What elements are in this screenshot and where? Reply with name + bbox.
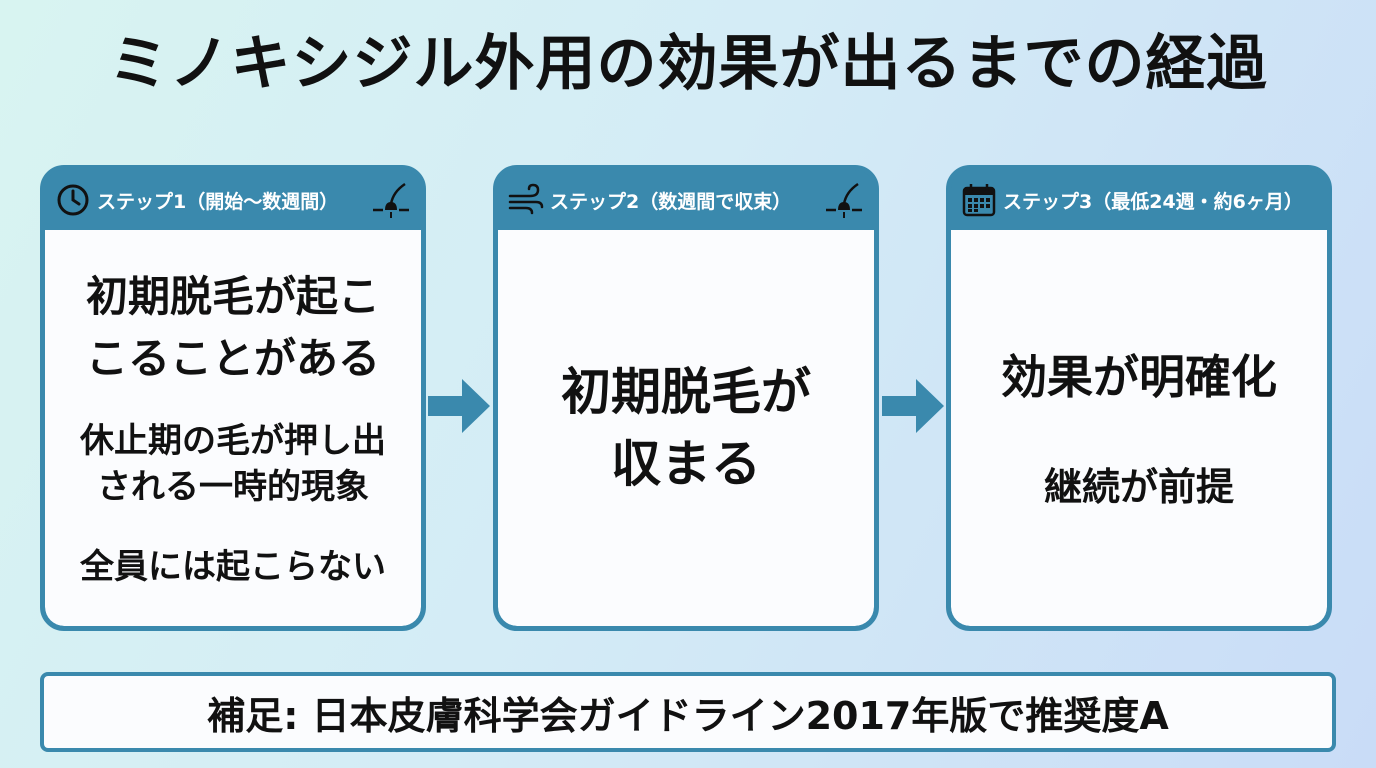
step1-line: 全員には起こらない	[80, 547, 386, 587]
step-header-1: ステップ1（開始〜数週間）	[45, 170, 421, 230]
footnote: 補足: 日本皮膚科学会ガイドライン2017年版で推奨度A	[40, 672, 1336, 752]
step-header-2: ステップ2（数週間で収束）	[498, 170, 874, 230]
step-card-3: ステップ3（最低24週・約6ヶ月） 効果が明確化 継続が前提	[946, 165, 1332, 631]
arrow-right-icon	[882, 379, 944, 433]
hair-follicle-icon	[373, 182, 409, 218]
step-header-label: ステップ2（数週間で収束）	[550, 190, 792, 213]
clock-icon	[57, 184, 89, 216]
step-body-1: 初期脱毛が起こ こることがある 休止期の毛が押し出 される一時的現象 全員には起…	[45, 230, 421, 626]
step-body-3: 効果が明確化 継続が前提	[951, 230, 1327, 626]
step-body-2: 初期脱毛が 収まる	[498, 230, 874, 626]
hair-follicle-icon	[826, 182, 862, 218]
step-header-3: ステップ3（最低24週・約6ヶ月）	[951, 170, 1327, 230]
step-card-1: ステップ1（開始〜数週間） 初期脱毛が起こ こることがある 休止期の毛が押し出 …	[40, 165, 426, 631]
step-card-2: ステップ2（数週間で収束） 初期脱毛が 収まる	[493, 165, 879, 631]
page-title: ミノキシジル外用の効果が出るまでの経過	[108, 29, 1268, 99]
step-header-label: ステップ1（開始〜数週間）	[97, 190, 339, 213]
step2-line: 初期脱毛が	[561, 363, 811, 421]
step1-line: 初期脱毛が起こ	[85, 272, 380, 321]
step3-line: 効果が明確化	[1001, 350, 1277, 404]
step1-line: 休止期の毛が押し出	[80, 421, 386, 461]
wind-icon	[508, 183, 544, 215]
step1-line: される一時的現象	[97, 467, 369, 507]
step-header-label: ステップ3（最低24週・約6ヶ月）	[1003, 190, 1303, 213]
step1-line: こることがある	[85, 334, 380, 383]
arrow-right-icon	[428, 379, 490, 433]
calendar-icon	[962, 184, 996, 217]
step2-line: 収まる	[611, 435, 761, 493]
step3-line: 継続が前提	[1043, 465, 1234, 509]
